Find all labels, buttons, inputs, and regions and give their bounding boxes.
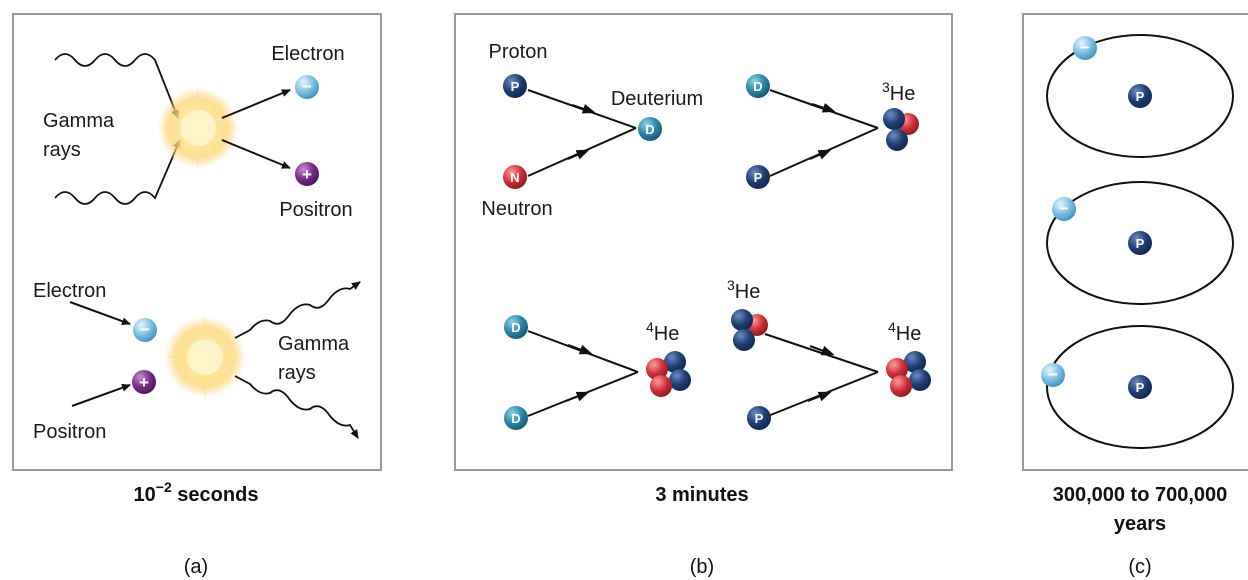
svg-text:−: − (1048, 365, 1058, 384)
caption-c-line1: 300,000 to 700,000 (1053, 484, 1228, 506)
label-gamma: Gamma (278, 333, 350, 355)
label-helium-4: 4He (646, 319, 679, 345)
label-neutron: Neutron (481, 198, 552, 220)
arrowhead (809, 345, 835, 356)
svg-text:P: P (754, 170, 763, 185)
caption-a: 10−2 seconds (134, 479, 259, 506)
label-deuterium: Deuterium (611, 88, 703, 110)
electron-orbit (1046, 34, 1234, 158)
svg-text:P: P (1136, 89, 1145, 104)
helium-3-nucleus (883, 108, 919, 151)
reaction-deuterium-proton: D P 3He (746, 74, 919, 189)
svg-text:−: − (140, 320, 150, 339)
arrowhead (571, 104, 596, 114)
electron-particle: − (1052, 197, 1076, 221)
energy-flash (165, 315, 245, 399)
label-helium-3: 3He (882, 79, 915, 105)
proton-particle: P (503, 74, 527, 98)
svg-text:D: D (645, 122, 654, 137)
label-proton: Proton (489, 41, 548, 63)
svg-text:−: − (1059, 199, 1069, 218)
reaction-helium3-proton: 3He P 4He (727, 277, 931, 430)
arrowhead (811, 103, 836, 113)
hydrogen-atom: P − (1046, 34, 1234, 158)
svg-text:−: − (1080, 38, 1090, 57)
label-rays: rays (43, 139, 81, 161)
sublabel-c: (c) (1128, 556, 1151, 578)
electron-particle: − (1041, 363, 1065, 387)
label-electron: Electron (271, 43, 344, 65)
svg-text:−: − (302, 77, 312, 96)
panel-c-frame (1022, 13, 1248, 471)
svg-text:P: P (1136, 236, 1145, 251)
svg-text:D: D (511, 411, 520, 426)
gamma-ray-wave (54, 139, 181, 205)
annihilation: − + Electron Positron Gamma rays (33, 280, 361, 443)
electron-orbit (1046, 181, 1234, 305)
label-gamma: Gamma (43, 110, 115, 132)
arrowhead (809, 149, 832, 160)
arrowhead (567, 149, 590, 160)
neutron-particle: N (503, 165, 527, 189)
reaction-proton-neutron: P N D Proton Neutron Deuterium (481, 41, 703, 220)
arrow (69, 301, 131, 326)
proton-particle: P (1128, 84, 1152, 108)
arrow (221, 139, 291, 169)
positron-particle: + (132, 370, 156, 394)
electron-particle: − (295, 75, 319, 99)
gamma-ray-wave (234, 375, 359, 439)
reaction-deuterium-deuterium: D D 4He (504, 315, 691, 430)
panel-a-frame (12, 13, 382, 471)
pair-production: − + Electron Positron Gamma rays (43, 43, 353, 221)
electron-orbit (1046, 325, 1234, 449)
svg-text:D: D (753, 79, 762, 94)
label-helium-3: 3He (727, 277, 760, 303)
svg-text:N: N (510, 170, 519, 185)
caption-c-line2: years (1114, 513, 1166, 535)
electron-particle: − (1073, 36, 1097, 60)
helium-4-nucleus (646, 351, 691, 397)
gamma-ray-wave (54, 53, 179, 119)
svg-text:P: P (1136, 380, 1145, 395)
hydrogen-atom: P − (1041, 325, 1234, 449)
svg-text:D: D (511, 320, 520, 335)
caption-b: 3 minutes (655, 484, 748, 506)
label-positron: Positron (279, 199, 352, 221)
proton-particle: P (747, 406, 771, 430)
svg-text:P: P (511, 79, 520, 94)
label-rays: rays (278, 362, 316, 384)
positron-particle: + (295, 162, 319, 186)
arrowhead (565, 391, 590, 402)
label-electron: Electron (33, 280, 106, 302)
deuterium-particle: D (638, 117, 662, 141)
arrowhead (807, 391, 832, 402)
arrowhead (567, 344, 593, 355)
proton-particle: P (1128, 375, 1152, 399)
proton-particle: P (746, 165, 770, 189)
electron-particle: − (133, 318, 157, 342)
arrow (71, 383, 131, 407)
deuterium-particle: D (504, 406, 528, 430)
proton-particle: P (1128, 231, 1152, 255)
helium-4-nucleus (886, 351, 931, 397)
panel-b-frame (454, 13, 953, 471)
gamma-ray-wave (234, 281, 361, 339)
svg-text:+: + (139, 373, 149, 392)
sublabel-a: (a) (184, 556, 208, 578)
deuterium-particle: D (504, 315, 528, 339)
label-positron: Positron (33, 421, 106, 443)
deuterium-particle: D (746, 74, 770, 98)
svg-text:P: P (755, 411, 764, 426)
svg-text:+: + (302, 165, 312, 184)
sublabel-b: (b) (690, 556, 714, 578)
hydrogen-atom: P − (1046, 181, 1234, 305)
helium-3-nucleus (731, 309, 768, 351)
label-helium-4: 4He (888, 319, 921, 345)
arrow (221, 89, 291, 119)
